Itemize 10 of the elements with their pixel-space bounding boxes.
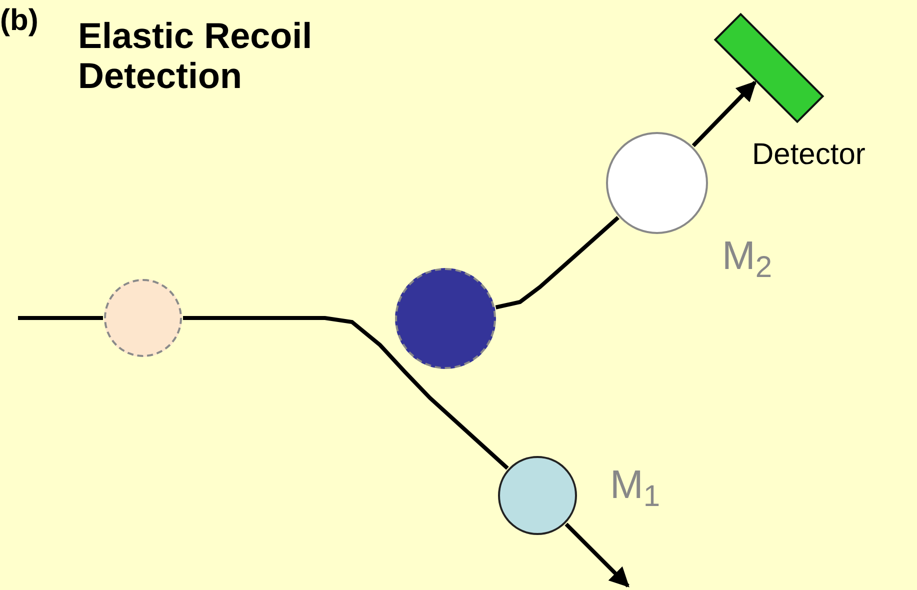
trajectory-line — [495, 216, 620, 310]
node-caption: M$_{2}$ — [722, 236, 772, 276]
trajectory-line — [564, 522, 630, 588]
title: Elastic Recoil Detection — [78, 16, 314, 96]
node-caption: M$_{1}$ — [610, 465, 660, 505]
trajectory-line — [183, 316, 509, 470]
trajectory-line — [18, 316, 103, 320]
node-caption: Detector — [752, 140, 866, 170]
panel-label: (b) — [0, 6, 38, 36]
trajectory-line — [692, 80, 756, 148]
